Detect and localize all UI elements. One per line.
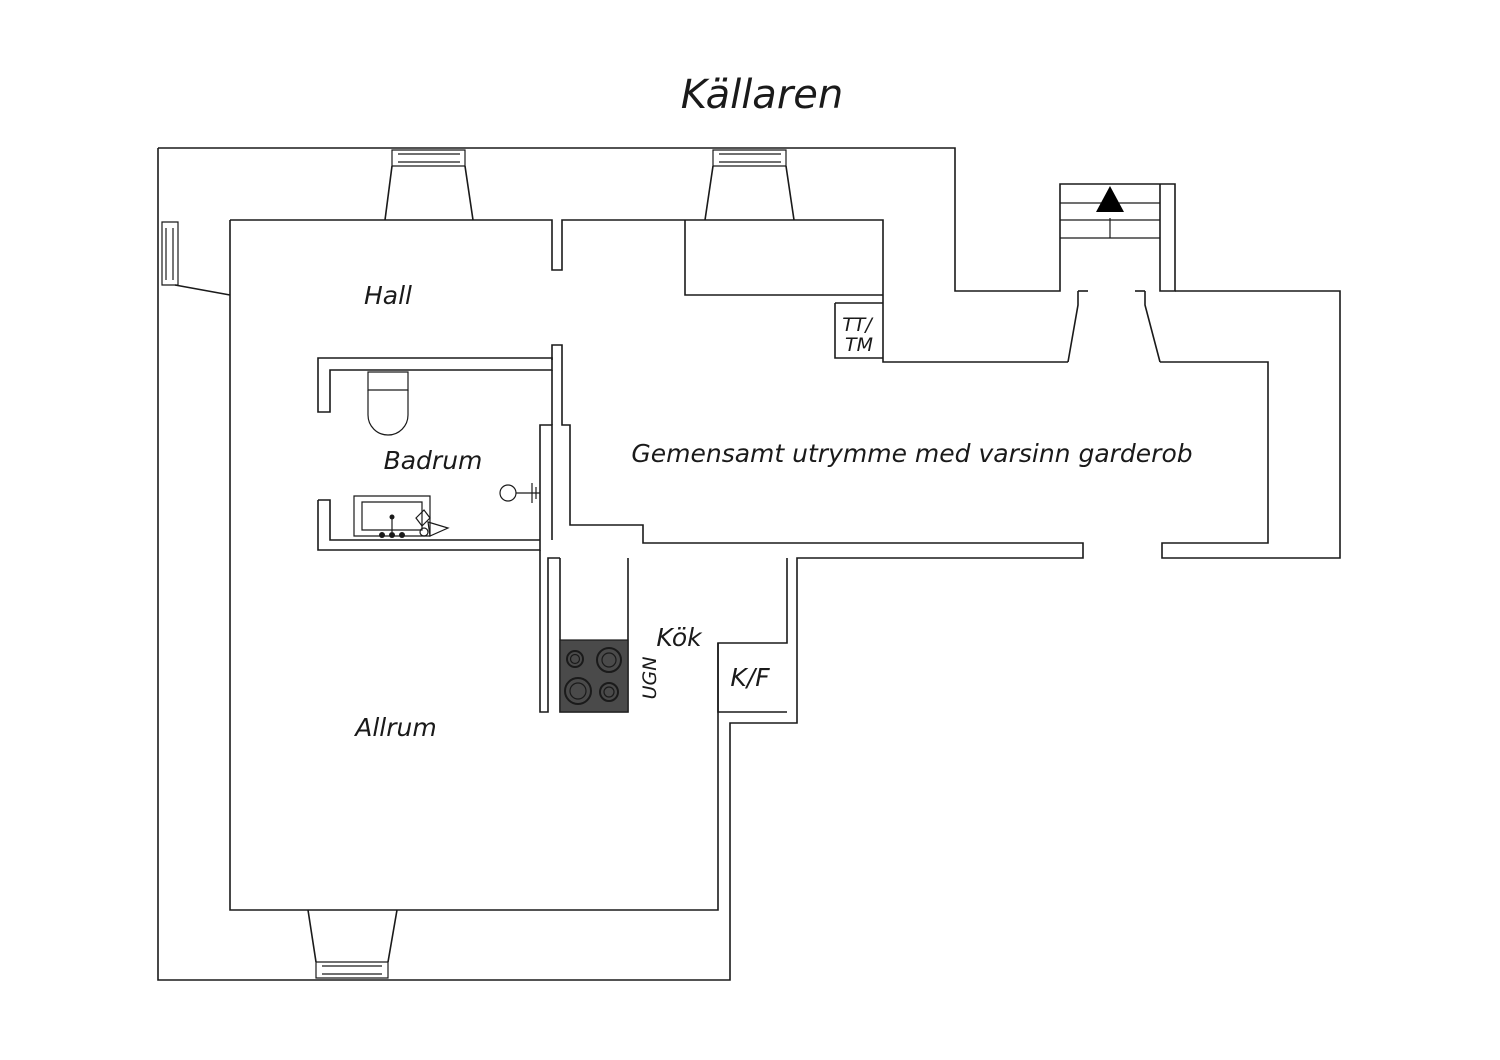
bathroom-walls	[317, 357, 560, 713]
fixture-label-kf: K/F	[730, 663, 770, 692]
room-label-allrum: Allrum	[353, 713, 436, 742]
toilet-icon	[367, 371, 409, 436]
shower-icon	[499, 483, 540, 503]
plan-title: Källaren	[681, 72, 843, 118]
faucet-icon	[415, 509, 450, 537]
room-label-kok: Kök	[656, 623, 703, 652]
window-left	[161, 221, 179, 286]
window-top-left	[384, 149, 474, 221]
fixture-label-tm: TM	[845, 334, 873, 356]
fixture-label-ugn: UGN	[639, 657, 661, 700]
room-label-badrum: Badrum	[384, 446, 483, 475]
stove-icon	[559, 639, 629, 713]
window-top-middle	[704, 149, 795, 221]
stairs-arrow-icon	[1096, 186, 1124, 212]
window-bottom	[307, 909, 398, 979]
fixture-label-tt: TT/	[842, 314, 874, 336]
stairs	[1060, 186, 1161, 363]
room-label-hall: Hall	[364, 281, 412, 310]
sink-icon	[353, 495, 431, 538]
outer-walls	[157, 147, 1341, 981]
room-label-gemensamt: Gemensamt utrymme med varsinn garderob	[631, 439, 1192, 468]
